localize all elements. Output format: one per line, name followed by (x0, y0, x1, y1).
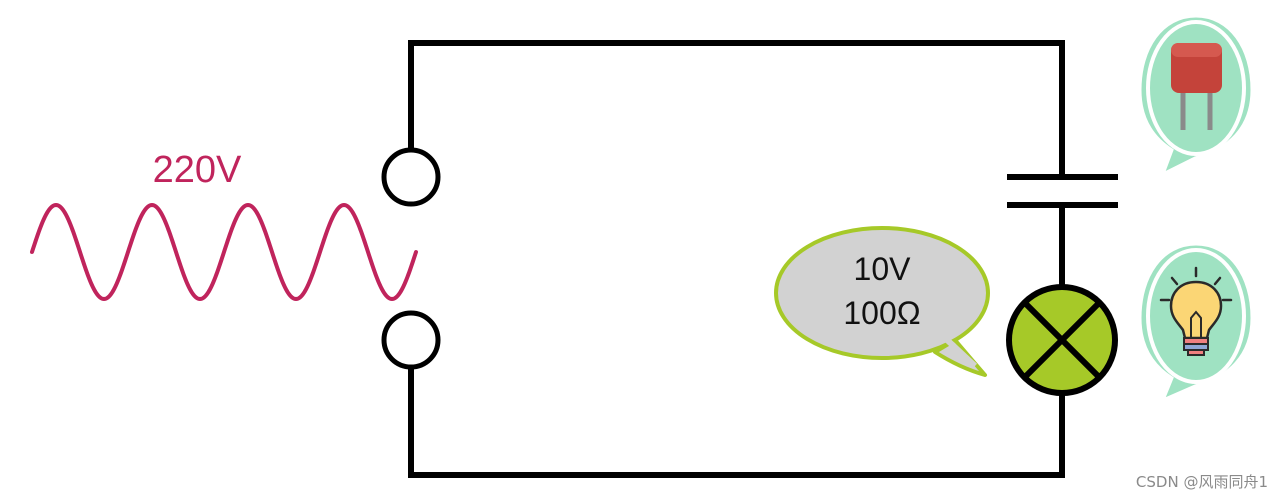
capacitor-icon (1138, 14, 1254, 178)
lamp-rating-bubble (774, 226, 990, 377)
lamp-voltage-text: 10V (854, 251, 912, 287)
source-voltage-label: 220V (153, 149, 242, 191)
lamp-resistance-text: 100Ω (843, 295, 920, 331)
circuit-wires (408, 40, 1065, 478)
ac-wave-icon (30, 202, 418, 302)
terminal-bottom (381, 310, 441, 370)
bottom-wire (408, 368, 1065, 478)
capacitor-symbol (1007, 174, 1118, 208)
watermark-text: CSDN @风雨同舟1 (1136, 473, 1268, 491)
top-wire (408, 40, 1065, 176)
terminal-top (381, 147, 441, 207)
lamp-symbol-icon (1006, 284, 1118, 396)
light-bulb-icon (1138, 242, 1254, 403)
